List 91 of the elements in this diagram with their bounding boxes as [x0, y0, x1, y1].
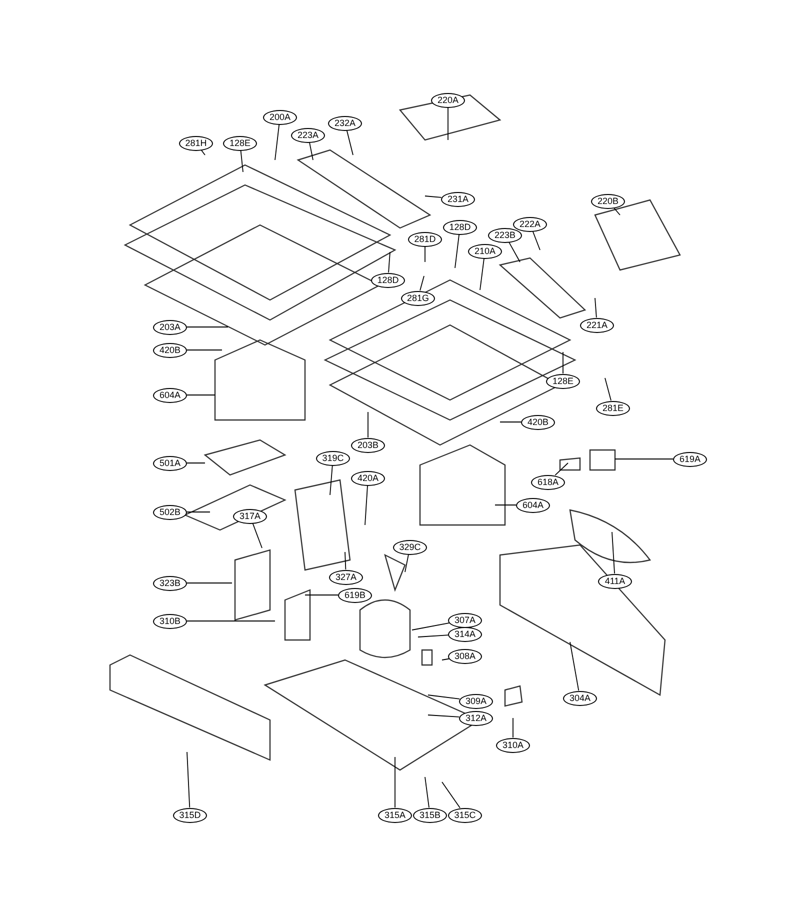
callout-number: 307A	[448, 612, 482, 628]
callout-number: 203A	[153, 320, 187, 334]
leader-line	[252, 522, 262, 548]
callout-number: 319C	[316, 450, 350, 466]
leader-line	[364, 485, 368, 526]
leader-line	[240, 150, 244, 172]
callout-number: 317A	[233, 508, 267, 524]
leader-line	[346, 130, 354, 156]
callout-number: 420B	[521, 414, 555, 430]
callout-number: 200A	[263, 110, 297, 124]
callout-number: 281D	[408, 232, 442, 246]
leader-line	[304, 594, 338, 596]
leader-line	[186, 462, 206, 464]
callout-number: 222A	[513, 216, 547, 232]
leader-line	[404, 554, 409, 572]
callout-number: 315B	[413, 808, 447, 822]
leader-line	[418, 634, 449, 638]
leader-line	[442, 782, 460, 808]
callout-number: 308A	[448, 648, 482, 664]
callout-number: 281G	[401, 290, 435, 306]
callout-number: 327A	[329, 570, 363, 584]
leader-line	[532, 230, 540, 250]
leader-line	[454, 234, 460, 268]
leader-line	[508, 242, 520, 262]
leader-line	[186, 582, 232, 584]
leader-line	[330, 465, 333, 496]
callout-number: 315C	[448, 808, 482, 822]
callout-number: 128E	[546, 374, 580, 388]
callout-number: 310B	[153, 614, 187, 628]
callout-number: 420A	[351, 470, 385, 486]
leader-line	[428, 694, 460, 700]
callout-number: 411A	[598, 574, 632, 588]
leader-line	[570, 642, 580, 691]
callout-number: 420B	[153, 342, 187, 358]
callout-number: 604A	[516, 498, 550, 512]
callout-number: 329C	[393, 540, 427, 554]
callout-number: 231A	[441, 192, 475, 206]
callout-number: 281E	[596, 400, 630, 416]
leader-line	[604, 378, 612, 401]
callout-number: 619A	[673, 452, 707, 466]
callout-number: 501A	[153, 456, 187, 470]
callout-number: 310A	[496, 738, 530, 752]
leader-line	[424, 776, 430, 808]
callout-number: 223B	[488, 228, 522, 242]
callout-number: 223A	[291, 128, 325, 142]
callout-number: 315A	[378, 808, 412, 822]
leader-line	[494, 504, 516, 506]
leader-line	[554, 462, 568, 476]
leader-line	[442, 658, 450, 660]
callout-number: 281H	[179, 136, 213, 150]
leader-line	[562, 352, 564, 374]
leader-line	[424, 196, 442, 198]
leader-line	[480, 258, 484, 290]
leader-line	[186, 752, 190, 808]
leader-line	[424, 246, 426, 262]
callout-number: 203B	[351, 438, 385, 452]
leader-line	[428, 714, 460, 718]
leader-line	[274, 124, 280, 160]
callout-number: 309A	[459, 694, 493, 708]
callout-number: 220B	[591, 194, 625, 208]
callout-number: 323B	[153, 576, 187, 590]
callout-number: 128D	[371, 272, 405, 288]
leader-line	[614, 458, 674, 460]
leader-line	[309, 142, 314, 160]
callout-number: 221A	[580, 318, 614, 332]
leader-line	[186, 394, 216, 396]
callout-number: 604A	[153, 388, 187, 402]
leader-line	[186, 620, 276, 622]
leader-line	[388, 252, 390, 273]
callout-number: 618A	[531, 474, 565, 490]
callout-number: 502B	[153, 504, 187, 520]
leader-line	[612, 532, 615, 574]
callout-number: 210A	[468, 244, 502, 258]
leader-line	[344, 552, 346, 570]
leader-line	[614, 208, 620, 216]
leader-line	[412, 622, 450, 630]
leader-line	[200, 150, 206, 156]
callout-number: 304A	[563, 690, 597, 706]
callout-number: 619B	[338, 588, 372, 602]
leader-line	[186, 326, 228, 328]
callout-number: 314A	[448, 626, 482, 642]
callout-number: 312A	[459, 710, 493, 726]
leader-line	[394, 756, 396, 808]
callout-number: 128D	[443, 220, 477, 234]
leader-line	[512, 718, 514, 738]
callout-number: 315D	[173, 808, 207, 822]
leader-line	[594, 298, 597, 318]
callout-number: 232A	[328, 116, 362, 130]
leader-line	[420, 276, 424, 291]
callout-number: 128E	[223, 136, 257, 150]
callout-number: 220A	[431, 92, 465, 108]
